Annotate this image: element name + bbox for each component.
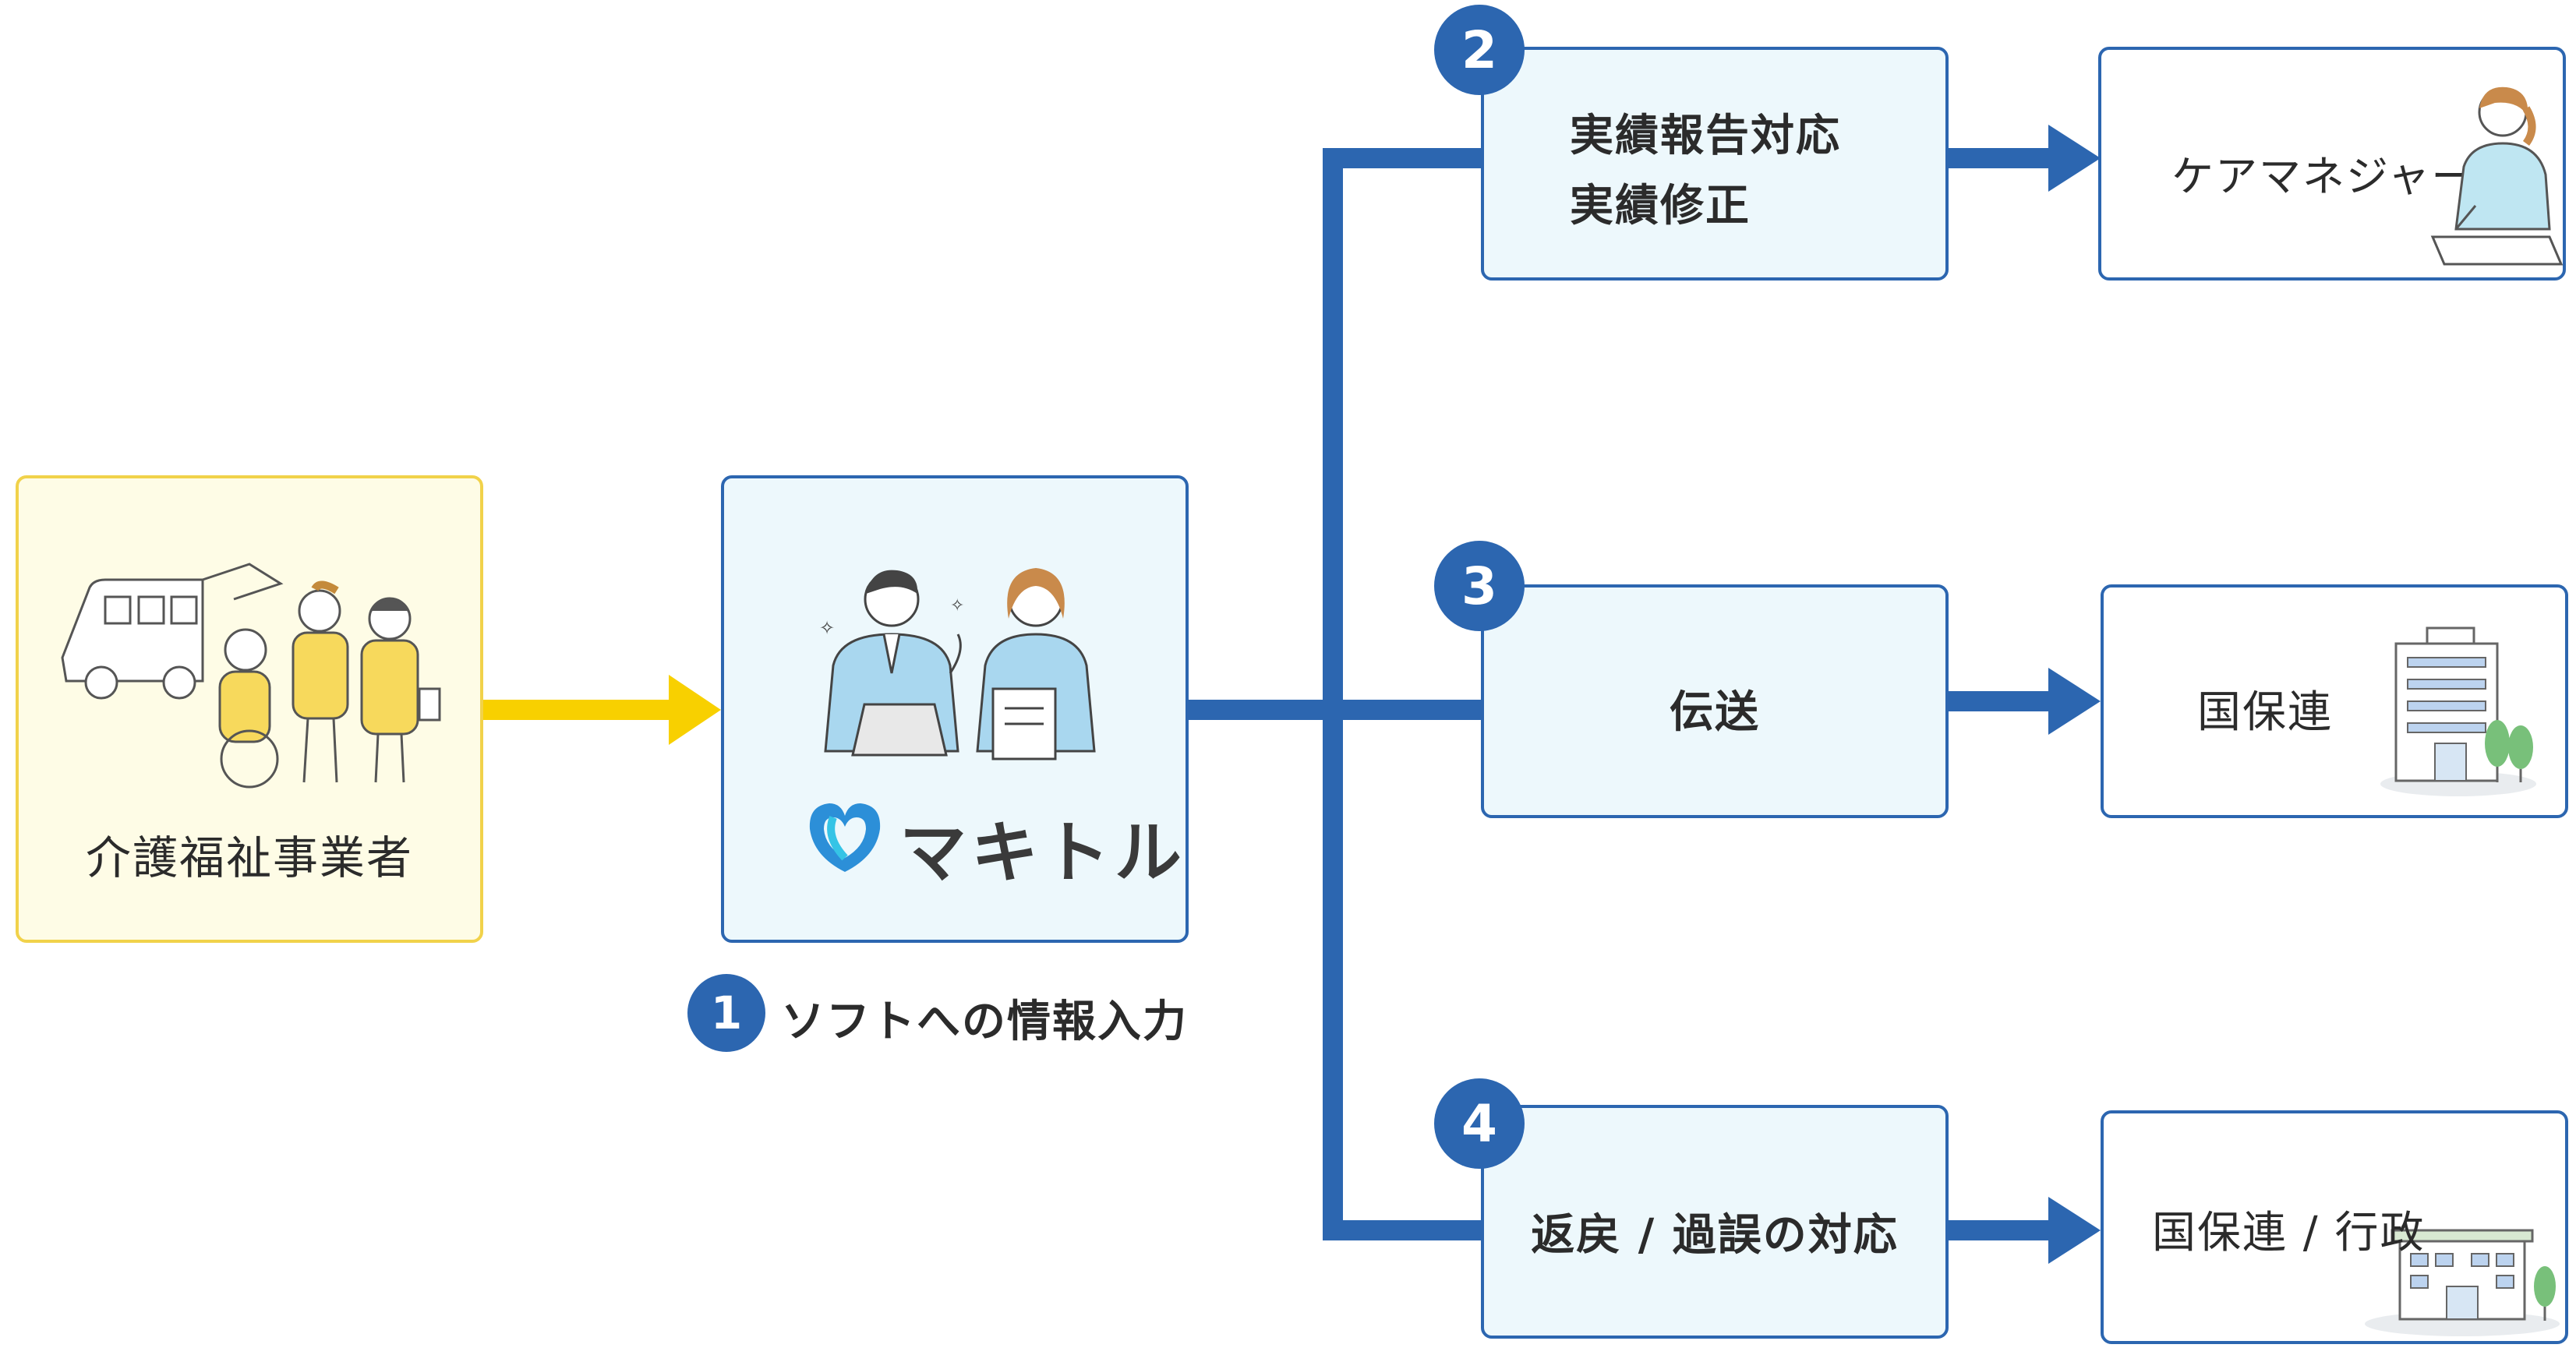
care-provider-box: 介護福祉事業者 <box>16 475 483 943</box>
kokuhoren-government-box: 国保連 / 行政 <box>2101 1110 2568 1344</box>
kokuhoren-label: 国保連 <box>2197 687 2333 738</box>
step3-to-dest-arrow <box>1949 668 2101 735</box>
government-building-icon <box>2365 1229 2560 1336</box>
makitoru-software-box: ✧ ✧ マキトル <box>721 475 1189 943</box>
step2-number-badge: 2 <box>1434 5 1525 95</box>
kokuhoren-box: 国保連 <box>2101 584 2568 818</box>
care-staff-illustration <box>61 563 441 789</box>
branch-connector <box>1189 148 1481 1240</box>
step2-box: 実績報告対応 実績修正 <box>1481 47 1949 281</box>
step2-line1: 実績報告対応 <box>1570 111 1841 161</box>
step1-label: ソフトへの情報入力 <box>781 997 1188 1047</box>
care-manager-label: ケアマネジャー <box>2171 152 2475 201</box>
step3-box: 伝送 <box>1481 584 1949 818</box>
step4-box: 返戻 / 過誤の対応 <box>1481 1105 1949 1339</box>
step2-to-dest-arrow <box>1949 125 2101 192</box>
makitoru-logo-text: マキトル <box>899 814 1186 892</box>
staff-with-laptop-illustration: ✧ ✧ <box>819 568 1096 760</box>
step1-number-badge: 1 <box>687 974 765 1052</box>
step4-number-badge: 4 <box>1434 1078 1525 1169</box>
care-manager-illustration <box>2430 86 2564 266</box>
step4-to-dest-arrow <box>1949 1197 2101 1264</box>
office-building-icon <box>2380 626 2536 796</box>
step3-label: 伝送 <box>1670 687 1760 738</box>
svg-text:✧: ✧ <box>950 596 964 616</box>
makitoru-logo-icon <box>809 803 881 872</box>
care-provider-label: 介護福祉事業者 <box>85 831 413 884</box>
step4-label: 返戻 / 過誤の対応 <box>1531 1210 1899 1261</box>
provider-to-software-arrow <box>483 675 721 745</box>
svg-text:✧: ✧ <box>819 617 835 639</box>
step3-number-badge: 3 <box>1434 541 1525 631</box>
kokuhoren-government-label: 国保連 / 行政 <box>2152 1208 2426 1258</box>
step2-line2: 実績修正 <box>1570 181 1751 231</box>
care-manager-box: ケアマネジャー <box>2098 47 2566 281</box>
